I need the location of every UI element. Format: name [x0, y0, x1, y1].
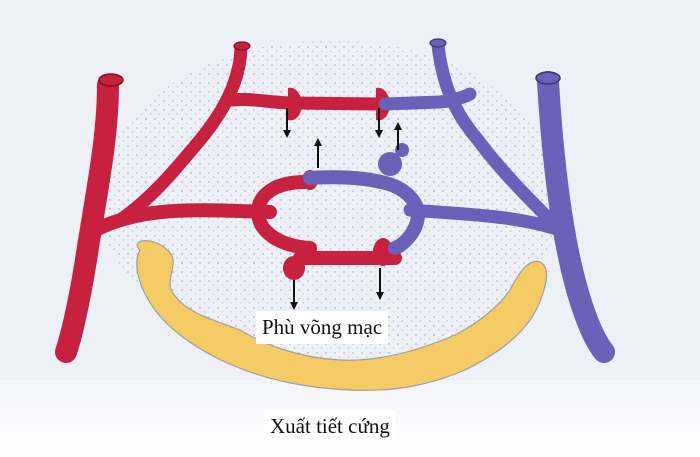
hard-exudate-label: Xuất tiết cứng: [264, 410, 396, 443]
right-main-vein: [548, 82, 604, 352]
edema-label: Phù võng mạc: [256, 311, 388, 344]
left-main-artery: [66, 85, 108, 352]
